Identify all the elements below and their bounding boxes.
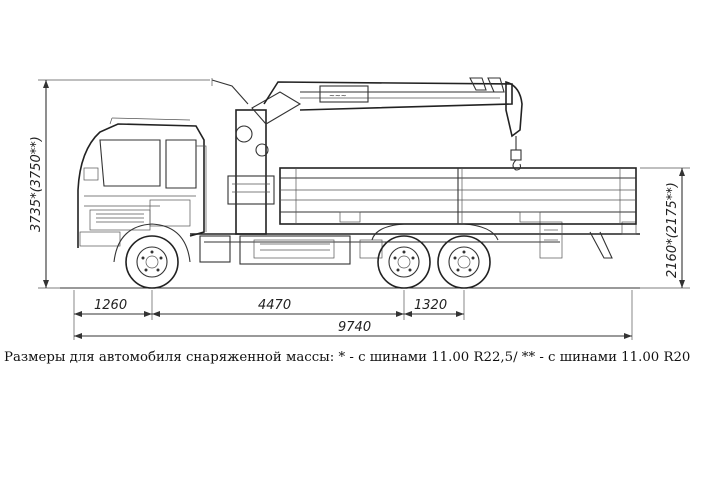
caption: Размеры для автомобиля снаряженной массы…	[4, 350, 691, 365]
front-wheel	[113, 223, 191, 289]
overall-height-label: 3735*(3750**)	[29, 136, 44, 232]
chassis-frame	[190, 221, 640, 265]
front-overhang-label: 1260	[94, 298, 127, 313]
wheelbase-label: 4470	[258, 298, 291, 313]
rear-wheel-1	[377, 235, 431, 289]
truck-cab	[77, 117, 207, 248]
cargo-platform	[279, 167, 637, 225]
rear-axle-spacing-label: 1320	[414, 298, 447, 313]
rear-fender	[371, 223, 499, 241]
rear-wheel-2	[437, 235, 491, 289]
bottom-dimensions	[73, 290, 633, 340]
overall-height-dimension	[38, 79, 210, 289]
svg-text:~~~: ~~~	[329, 92, 347, 100]
platform-height-label: 2160*(2175**)	[665, 182, 680, 278]
crane: ~~~	[211, 77, 523, 235]
overall-length-label: 9740	[338, 320, 371, 335]
